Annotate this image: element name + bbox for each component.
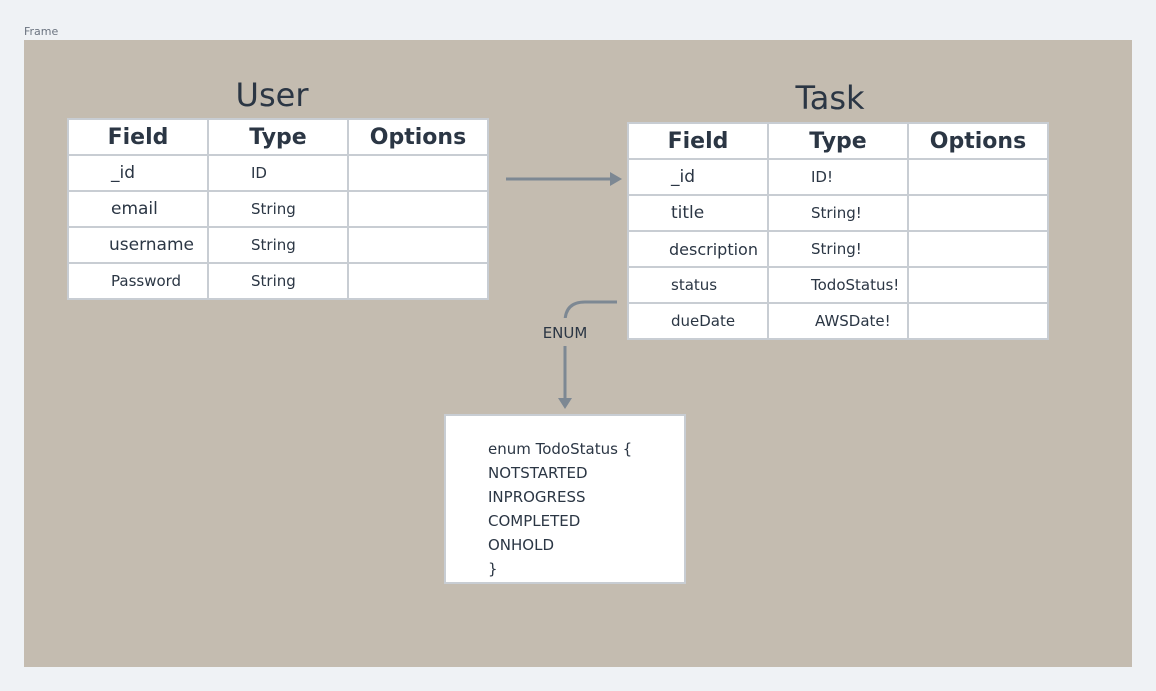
field-type-cell: ID! — [767, 158, 909, 196]
table-row: _id ID — [67, 154, 489, 192]
field-type-cell: String! — [767, 194, 909, 232]
field-options-cell — [347, 226, 489, 264]
field-type-cell: AWSDate! — [767, 302, 909, 340]
table-row: status TodoStatus! — [627, 266, 1049, 304]
field-options-cell — [907, 266, 1049, 304]
frame-label: Frame — [24, 25, 59, 38]
table-row: username String — [67, 226, 489, 264]
field-name-cell: status — [627, 266, 769, 304]
enum-definition-box: enum TodoStatus { NOTSTARTED INPROGRESS … — [444, 414, 686, 584]
task-header-row: Field Type Options — [627, 122, 1049, 160]
header-options: Options — [347, 118, 489, 156]
field-type-cell: String — [207, 190, 349, 228]
field-options-cell — [907, 158, 1049, 196]
header-field: Field — [67, 118, 209, 156]
enum-line: enum TodoStatus { — [488, 440, 633, 458]
enum-line: } — [488, 560, 498, 578]
field-name-cell: _id — [627, 158, 769, 196]
enum-line: INPROGRESS — [488, 488, 586, 506]
field-options-cell — [907, 194, 1049, 232]
table-row: dueDate AWSDate! — [627, 302, 1049, 340]
header-type: Type — [767, 122, 909, 160]
table-row: title String! — [627, 194, 1049, 232]
field-name-cell: description — [627, 230, 769, 268]
field-name-cell: Password — [67, 262, 209, 300]
field-type-cell: String — [207, 226, 349, 264]
table-row: description String! — [627, 230, 1049, 268]
field-name-cell: email — [67, 190, 209, 228]
field-type-cell: String — [207, 262, 349, 300]
table-row: _id ID! — [627, 158, 1049, 196]
field-name-cell: title — [627, 194, 769, 232]
field-name-cell: _id — [67, 154, 209, 192]
user-entity-table: Field Type Options _id ID email String u… — [67, 118, 489, 300]
field-options-cell — [347, 262, 489, 300]
table-row: email String — [67, 190, 489, 228]
field-name-cell: username — [67, 226, 209, 264]
field-type-cell: String! — [767, 230, 909, 268]
enum-line: ONHOLD — [488, 536, 555, 554]
task-entity-title: Task — [795, 79, 865, 117]
field-options-cell — [347, 154, 489, 192]
user-entity-title: User — [235, 76, 309, 114]
field-options-cell — [347, 190, 489, 228]
field-type-cell: ID — [207, 154, 349, 192]
field-options-cell — [907, 230, 1049, 268]
user-header-row: Field Type Options — [67, 118, 489, 156]
header-type: Type — [207, 118, 349, 156]
field-name-cell: dueDate — [627, 302, 769, 340]
header-field: Field — [627, 122, 769, 160]
task-entity-table: Field Type Options _id ID! title String!… — [627, 122, 1049, 340]
enum-line: NOTSTARTED — [488, 464, 588, 482]
enum-line: COMPLETED — [488, 512, 581, 530]
field-options-cell — [907, 302, 1049, 340]
table-row: Password String — [67, 262, 489, 300]
field-type-cell: TodoStatus! — [767, 266, 909, 304]
header-options: Options — [907, 122, 1049, 160]
